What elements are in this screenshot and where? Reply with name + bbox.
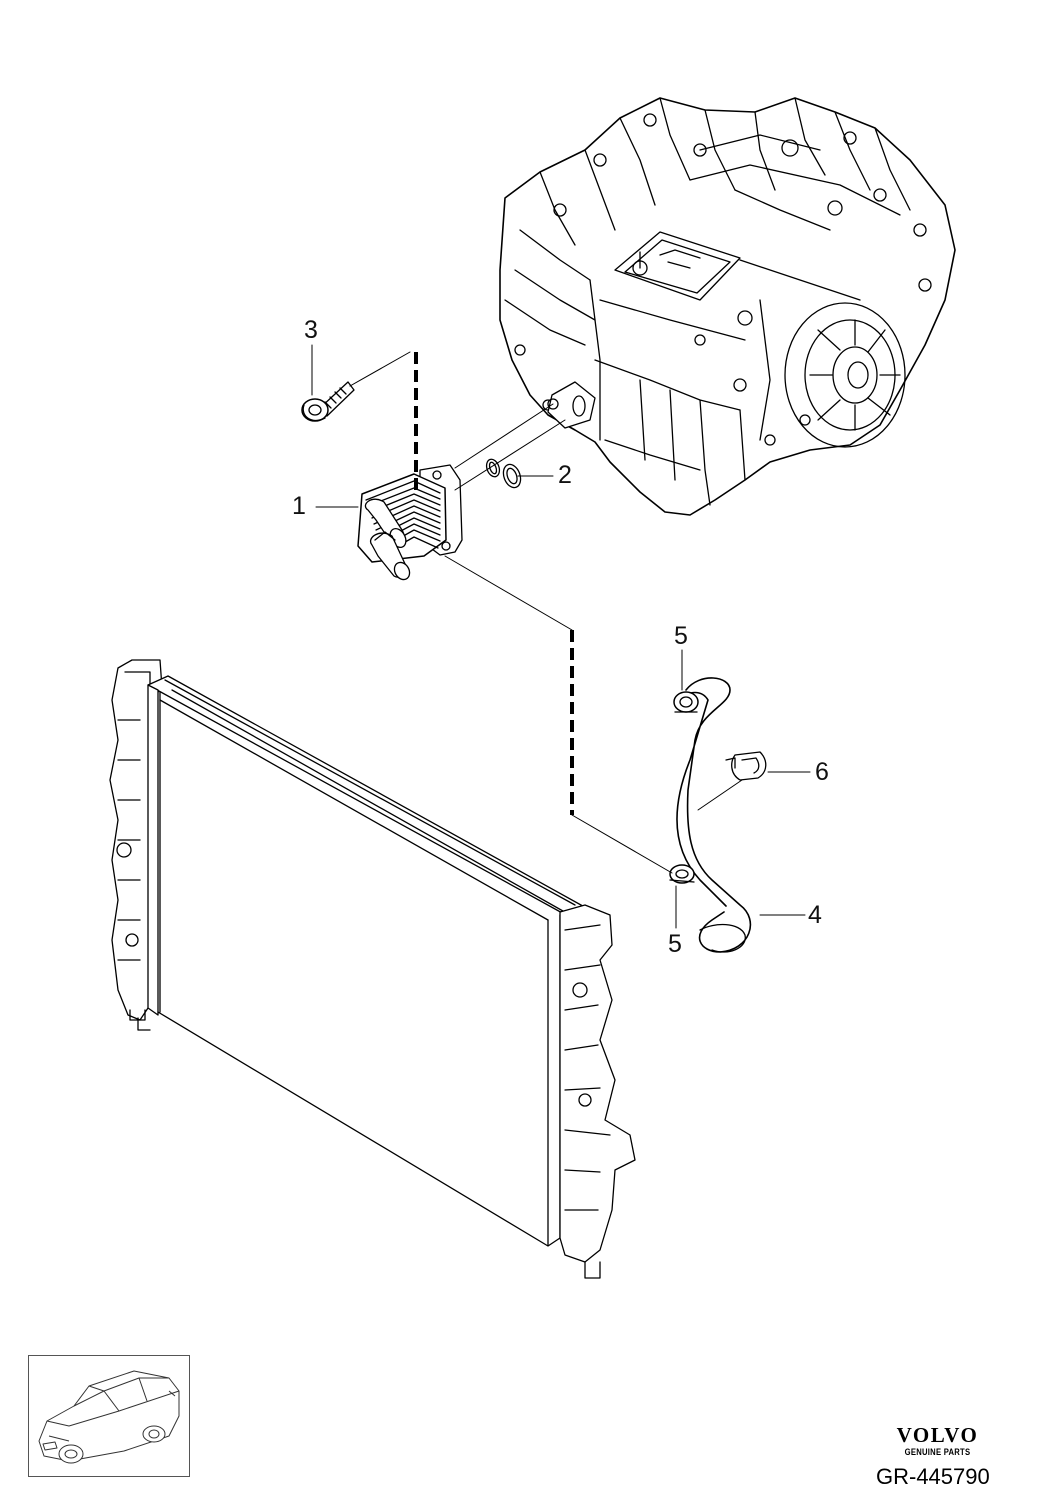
transmission-icon bbox=[499, 97, 956, 516]
seal-ring-icon bbox=[485, 458, 522, 489]
brand-tagline: GENUINE PARTS bbox=[904, 1447, 971, 1457]
callout-5-top: 5 bbox=[674, 622, 688, 650]
callout-5-bottom: 5 bbox=[668, 930, 682, 958]
radiator-icon bbox=[109, 659, 636, 1279]
callout-1: 1 bbox=[292, 492, 306, 520]
leader-lines bbox=[311, 344, 811, 929]
dashed-connection-lines bbox=[414, 352, 574, 815]
clip-icon bbox=[725, 751, 767, 781]
hose-clamp-icon bbox=[669, 864, 695, 884]
vehicle-thumbnail bbox=[28, 1355, 190, 1477]
hose-clamp-icon bbox=[673, 691, 699, 713]
oil-cooler-icon bbox=[357, 464, 463, 581]
bolt-icon bbox=[301, 381, 355, 422]
car-wagon-icon bbox=[38, 1370, 180, 1464]
coolant-hose-icon bbox=[675, 677, 752, 953]
callout-3: 3 bbox=[304, 316, 318, 344]
diagram-reference-number: GR-445790 bbox=[876, 1464, 990, 1489]
callout-4: 4 bbox=[808, 901, 822, 929]
brand-logo: VOLVO bbox=[896, 1423, 979, 1447]
callout-2: 2 bbox=[558, 461, 572, 489]
callout-6: 6 bbox=[815, 758, 829, 786]
